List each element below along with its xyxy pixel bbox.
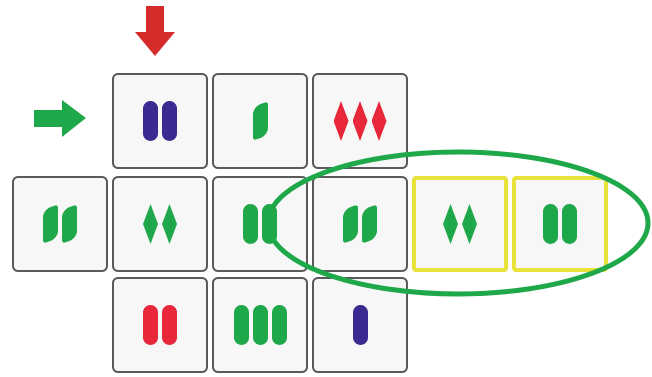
column-indicator-arrow [135,6,175,56]
row-arrow-shaft [34,110,64,127]
green-oval-symbol [543,204,558,244]
green-diamond-symbol [143,204,158,244]
green-squiggle-symbol [252,101,268,141]
card-r0-c3[interactable] [312,73,408,169]
red-diamond-symbol [371,101,387,141]
red-diamond-symbol [352,101,368,141]
card-r1-c5[interactable] [512,176,608,272]
column-arrow-shaft [146,6,164,34]
red-oval-symbol [162,305,177,345]
green-squiggle-symbol [343,204,358,244]
card-r0-c1[interactable] [112,73,208,169]
green-oval-symbol [271,305,287,345]
green-oval-symbol [262,204,277,244]
card-r0-c2[interactable] [212,73,308,169]
purple-oval-symbol [162,101,177,141]
card-r2-c3[interactable] [312,277,408,373]
green-oval-symbol [562,204,577,244]
green-oval-symbol [252,305,268,345]
card-r2-c2[interactable] [212,277,308,373]
green-squiggle-symbol [362,204,377,244]
card-r1-c3[interactable] [312,176,408,272]
row-arrow-head [62,100,86,137]
green-diamond-symbol [443,204,458,244]
card-r1-c1[interactable] [112,176,208,272]
purple-oval-symbol [352,305,368,345]
purple-oval-symbol [143,101,158,141]
card-r1-c2[interactable] [212,176,308,272]
card-r1-c4[interactable] [412,176,508,272]
red-diamond-symbol [333,101,349,141]
red-oval-symbol [143,305,158,345]
green-oval-symbol [233,305,249,345]
row-indicator-arrow [34,100,86,137]
green-diamond-symbol [162,204,177,244]
card-r2-c1[interactable] [112,277,208,373]
column-arrow-head [135,32,175,56]
green-squiggle-symbol [62,204,77,244]
green-squiggle-symbol [43,204,58,244]
green-diamond-symbol [462,204,477,244]
card-r1-c0[interactable] [12,176,108,272]
green-oval-symbol [243,204,258,244]
